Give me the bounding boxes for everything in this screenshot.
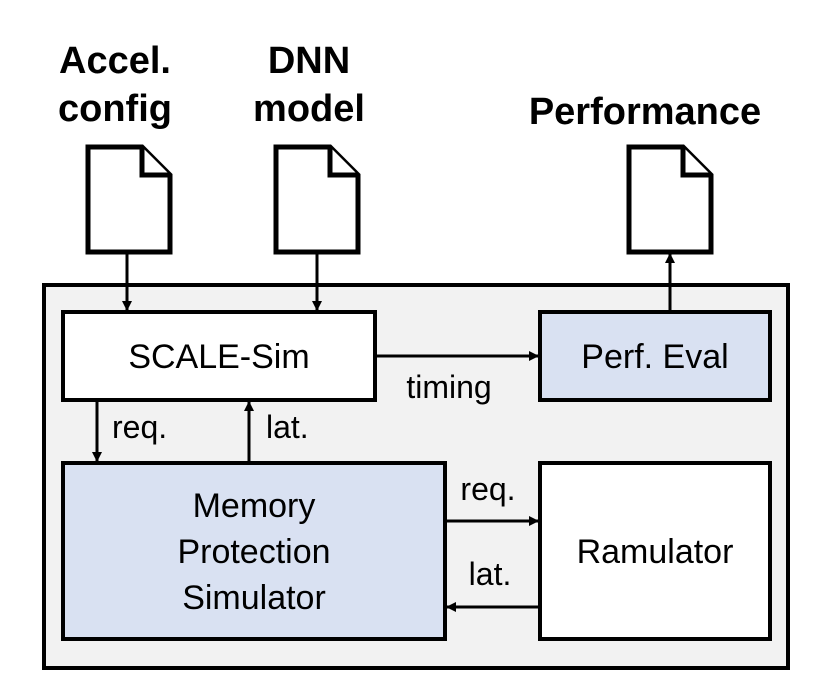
ramulator-block: Ramulator [538,461,772,641]
memory-protection-label-line1: Memory [193,487,316,525]
accel-config-label-line2: config [58,88,172,130]
memory-protection-label-line2: Protection [177,533,330,571]
ramulator-label: Ramulator [577,533,734,571]
lat-ramulator-to-memory-label: lat. [469,556,512,592]
scale-sim-label: SCALE-Sim [128,338,309,376]
lat-memory-to-scale-label: lat. [266,409,309,445]
scale-sim-block: SCALE-Sim [61,310,377,402]
req-memory-to-ramulator-label: req. [460,471,515,507]
dnn-model-document-icon [273,144,361,255]
performance-document-icon [626,144,714,255]
memory-protection-simulator-block: Memory Protection Simulator [61,461,447,641]
performance-label: Performance [529,91,761,133]
timing-label: timing [406,369,491,405]
accel-config-label-line1: Accel. [59,40,171,82]
perf-eval-block: Perf. Eval [538,310,772,402]
perf-eval-label: Perf. Eval [581,338,728,376]
dnn-model-label-line1: DNN [268,40,350,82]
memory-protection-label-line3: Simulator [182,579,326,617]
accel-config-document-icon [85,144,173,255]
dnn-model-label-line2: model [253,88,365,130]
req-scale-to-memory-label: req. [112,409,167,445]
